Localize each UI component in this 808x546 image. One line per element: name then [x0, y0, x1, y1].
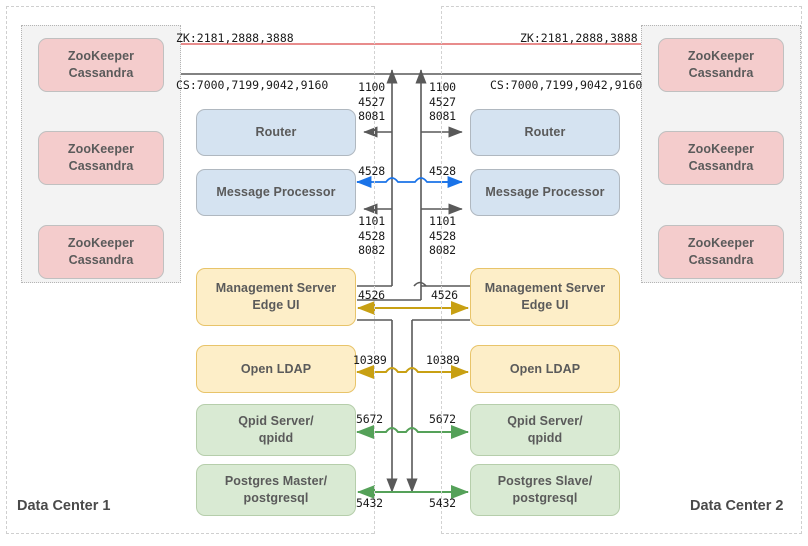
node-label: Management Server Edge UI: [215, 281, 337, 312]
port-label-ms-right: 4526: [431, 288, 458, 302]
node-management-server-edge-ui-dc2[interactable]: Management Server Edge UI: [470, 268, 620, 326]
datacenter-1-boundary: [6, 6, 374, 534]
node-postgres-master-dc1[interactable]: Postgres Master/ postgresql: [196, 464, 356, 516]
port-label-mp-top-left: 4528: [358, 164, 385, 178]
node-label: Management Server Edge UI: [484, 281, 606, 312]
node-open-ldap-dc2[interactable]: Open LDAP: [470, 345, 620, 393]
node-zookeeper-cassandra-dc1-3[interactable]: ZooKeeper Cassandra: [38, 225, 164, 279]
port-label-zk-left: ZK:2181,2888,3888: [176, 31, 294, 45]
node-qpid-server-dc2[interactable]: Qpid Server/ qpidd: [470, 404, 620, 456]
node-label: ZooKeeper Cassandra: [67, 142, 135, 173]
datacenter-2-inner-divider: [441, 6, 442, 534]
port-label-postgres-left: 5432: [356, 496, 383, 510]
node-label: ZooKeeper Cassandra: [687, 236, 755, 267]
node-message-processor-dc2[interactable]: Message Processor: [470, 169, 620, 216]
node-open-ldap-dc1[interactable]: Open LDAP: [196, 345, 356, 393]
port-label-qpid-left: 5672: [356, 412, 383, 426]
mp-4528-cross-link: [357, 177, 462, 183]
node-router-dc2[interactable]: Router: [470, 109, 620, 156]
datacenter-2-caption: Data Center 2: [690, 498, 784, 514]
port-label-ms-left: 4526: [358, 288, 385, 302]
node-zookeeper-cassandra-dc2-3[interactable]: ZooKeeper Cassandra: [658, 225, 784, 279]
node-management-server-edge-ui-dc1[interactable]: Management Server Edge UI: [196, 268, 356, 326]
node-zookeeper-cassandra-dc1-2[interactable]: ZooKeeper Cassandra: [38, 131, 164, 185]
port-label-mp-bottom-left: 1101 4528 8082: [358, 214, 385, 257]
port-label-mp-top-right: 4528: [429, 164, 456, 178]
node-label: Postgres Master/ postgresql: [224, 474, 328, 505]
node-label: Router: [524, 125, 566, 140]
datacenter-1-caption: Data Center 1: [17, 498, 111, 514]
node-label: Message Processor: [485, 185, 605, 200]
datacenter-1-inner-divider: [374, 6, 375, 534]
port-label-router-right: 1100 4527 8081: [429, 80, 456, 123]
node-label: ZooKeeper Cassandra: [67, 49, 135, 80]
node-label: Router: [255, 125, 297, 140]
port-label-zk-right: ZK:2181,2888,3888: [520, 31, 638, 45]
node-zookeeper-cassandra-dc1-1[interactable]: ZooKeeper Cassandra: [38, 38, 164, 92]
port-label-cs-right: CS:7000,7199,9042,9160: [490, 78, 643, 92]
port-label-router-left: 1100 4527 8081: [358, 80, 385, 123]
node-zookeeper-cassandra-dc2-2[interactable]: ZooKeeper Cassandra: [658, 131, 784, 185]
port-label-ldap-right: 10389: [426, 353, 460, 367]
node-label: Postgres Slave/ postgresql: [497, 474, 593, 505]
datacenter-2-boundary: [441, 6, 802, 534]
node-label: Open LDAP: [509, 361, 581, 376]
node-label: ZooKeeper Cassandra: [687, 49, 755, 80]
node-label: Message Processor: [216, 185, 336, 200]
port-label-mp-bottom-right: 1101 4528 8082: [429, 214, 456, 257]
qpid-5672-link: [357, 427, 468, 433]
node-router-dc1[interactable]: Router: [196, 109, 356, 156]
node-message-processor-dc1[interactable]: Message Processor: [196, 169, 356, 216]
node-label: Qpid Server/ qpidd: [238, 414, 314, 445]
node-label: Open LDAP: [240, 361, 312, 376]
node-qpid-server-dc1[interactable]: Qpid Server/ qpidd: [196, 404, 356, 456]
node-postgres-slave-dc2[interactable]: Postgres Slave/ postgresql: [470, 464, 620, 516]
node-zookeeper-cassandra-dc2-1[interactable]: ZooKeeper Cassandra: [658, 38, 784, 92]
port-label-qpid-right: 5672: [429, 412, 456, 426]
port-label-postgres-right: 5432: [429, 496, 456, 510]
node-label: ZooKeeper Cassandra: [687, 142, 755, 173]
node-label: Qpid Server/ qpidd: [507, 414, 583, 445]
port-label-ldap-left: 10389: [353, 353, 387, 367]
node-label: ZooKeeper Cassandra: [67, 236, 135, 267]
port-label-cs-left: CS:7000,7199,9042,9160: [176, 78, 329, 92]
ldap-10389-link: [357, 367, 468, 373]
